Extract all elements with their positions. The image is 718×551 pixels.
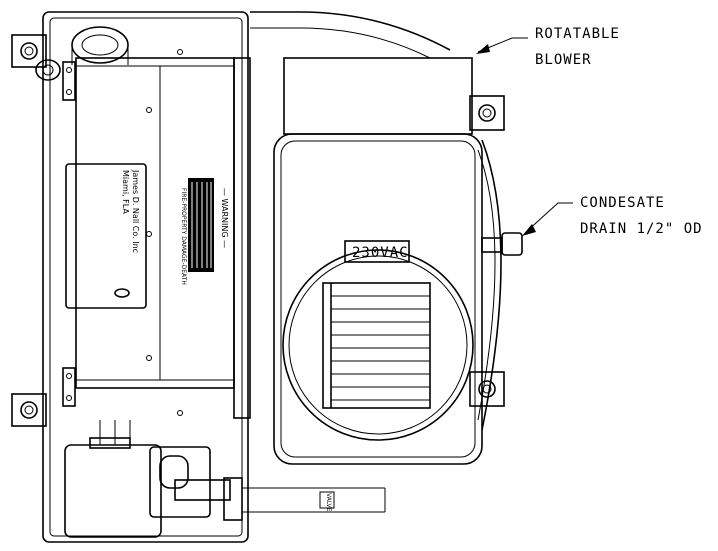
blower-body [273, 133, 502, 465]
warning-title: — WARNING — [220, 188, 229, 248]
channel-bar [233, 57, 251, 419]
callout-drain-line1: CONDESATE [580, 195, 665, 211]
blower-wheel [282, 249, 474, 441]
callout-rotatable-blower: ROTATABLE BLOWER [476, 26, 620, 68]
mounting-bracket-top-left [11, 34, 47, 68]
callout-drain-line2: DRAIN 1/2" OD [580, 221, 703, 237]
warning-label: — WARNING — FIRE-PROPERTY DAMAGE-DEATH [180, 178, 229, 285]
warning-footer: FIRE-PROPERTY DAMAGE-DEATH [180, 188, 187, 285]
drain-fitting [481, 232, 523, 256]
clip-top [62, 61, 76, 101]
manufacturer-nameplate: James D. Nall Co. Inc Miami, FLA [65, 163, 147, 309]
condensate-pump [64, 420, 386, 538]
control-panel [75, 49, 235, 416]
callout-condensate-drain: CONDESATE DRAIN 1/2" OD [522, 195, 703, 237]
mounting-bracket-bottom-left [11, 393, 47, 427]
manufacturer-city: Miami, FLA [121, 170, 130, 214]
pipe-label: VALVE [325, 493, 332, 512]
callout-blower-line2: BLOWER [535, 52, 592, 68]
blower-top-housing [283, 57, 473, 135]
callout-blower-line1: ROTATABLE [535, 26, 620, 42]
blower-bracket-top-right [469, 95, 505, 131]
manufacturer-name: James D. Nall Co. Inc [131, 169, 140, 253]
clip-bottom [62, 367, 76, 407]
intake-hose [250, 11, 451, 59]
